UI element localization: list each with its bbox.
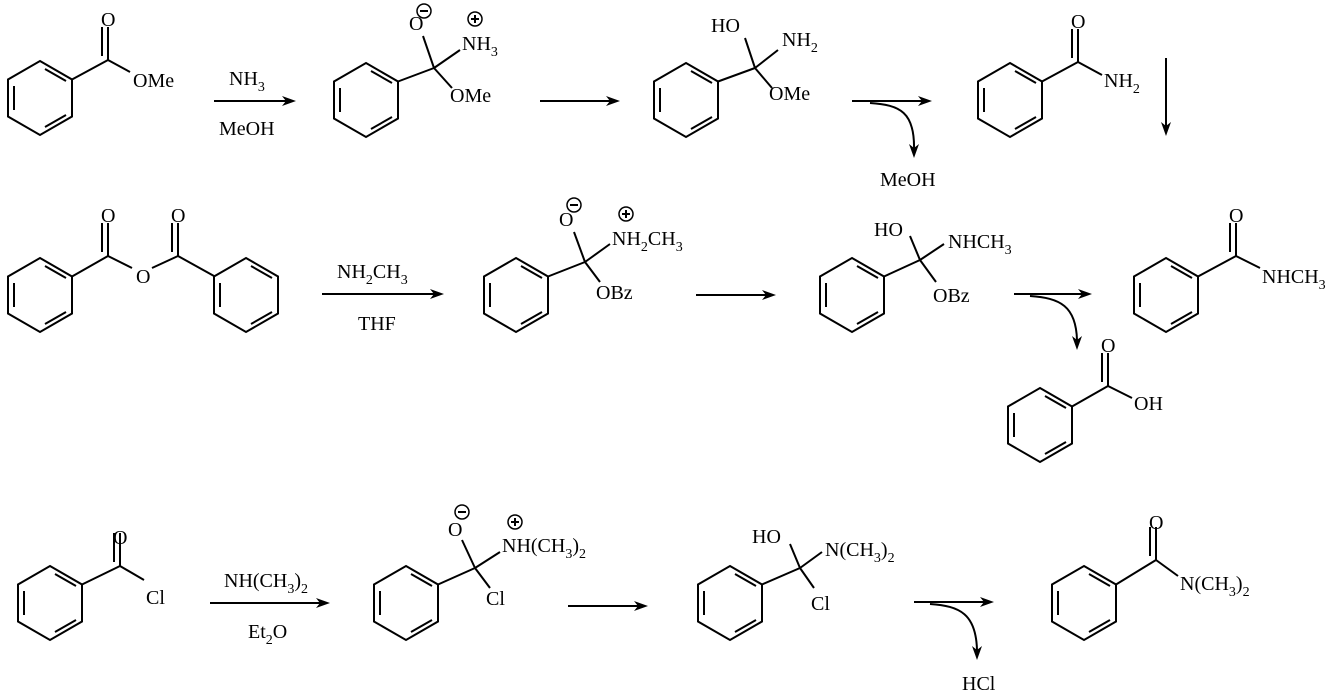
reaction-arrow: [696, 290, 776, 300]
alkoxide-o: O: [559, 209, 573, 231]
amine-group: NH2: [782, 29, 818, 56]
amine-group: NHCH3: [948, 231, 1012, 258]
leaving-group: OMe: [450, 85, 491, 107]
reagent-label: NH(CH3)2: [224, 570, 308, 597]
benzamide-product: O NH2: [977, 11, 1140, 138]
alkoxide-o: O: [409, 13, 423, 35]
leaving-group: Cl: [486, 588, 505, 610]
elimination-arrow: HCl: [914, 597, 996, 695]
acyl-substituent: Cl: [146, 587, 165, 609]
hydroxy-group: HO: [752, 526, 781, 548]
tetrahedral-intermediate: O NH2CH3 OBz: [483, 197, 683, 333]
carbonyl-o: O: [1101, 335, 1115, 357]
ammonium-group: NH3: [462, 33, 498, 60]
tetrahedral-intermediate: O NH3 OMe: [333, 3, 498, 138]
amide-group: NHCH3: [1262, 266, 1326, 293]
acid-oh: OH: [1134, 393, 1163, 415]
solvent-label: THF: [358, 313, 396, 335]
carbonyl-o: O: [113, 527, 127, 549]
reaction-arrow: NH(CH3)2 Et2O: [210, 570, 330, 648]
amide-group: NH2: [1104, 70, 1140, 97]
n-n-dimethylbenzamide-product: O N(CH3)2: [1051, 512, 1250, 641]
n-methylbenzamide-product: O NHCH3: [1133, 205, 1326, 333]
benzoyl-chloride: O Cl: [17, 527, 165, 641]
carbonyl-o: O: [171, 205, 185, 227]
leaving-group: OBz: [933, 285, 970, 307]
row-1: O OMe NH3 MeOH O NH3 OMe: [7, 3, 1171, 191]
ammonium-group: NH2CH3: [612, 228, 683, 255]
solvent-label: MeOH: [219, 118, 275, 140]
tetrahedral-intermediate: O NH(CH3)2 Cl: [373, 504, 586, 641]
leaving-group: Cl: [811, 593, 830, 615]
benzoic-anhydride: O O O: [7, 205, 279, 333]
reagent-label: NH2CH3: [337, 261, 408, 288]
byproduct-label: HCl: [962, 673, 996, 695]
elimination-arrow: [1014, 289, 1092, 350]
bridge-oxygen: O: [136, 266, 150, 288]
hydroxy-group: HO: [874, 219, 903, 241]
leaving-group: OMe: [769, 83, 810, 105]
alkoxide-o: O: [448, 519, 462, 541]
amide-group: N(CH3)2: [1180, 573, 1250, 600]
neutral-intermediate: HO NHCH3 OBz: [819, 219, 1012, 333]
row-2: O O O NH2CH3 THF O NH2CH3 OBz: [7, 197, 1326, 463]
carbonyl-o: O: [1229, 205, 1243, 227]
reaction-arrow: [540, 96, 620, 106]
reagent-label: NH3: [229, 68, 265, 95]
leaving-group: OBz: [596, 282, 633, 304]
amine-group: N(CH3)2: [825, 539, 895, 566]
neutral-intermediate: HO NH2 OMe: [653, 15, 818, 138]
ester-substituent: OMe: [133, 70, 174, 92]
byproduct-label: MeOH: [880, 169, 936, 191]
reaction-arrow: NH2CH3 THF: [322, 261, 444, 335]
hydroxy-group: HO: [711, 15, 740, 37]
reaction-arrow: [568, 601, 648, 611]
continue-arrow: [1161, 58, 1171, 136]
carbonyl-o: O: [1071, 11, 1085, 33]
solvent-label: Et2O: [248, 621, 287, 648]
carbonyl-o: O: [1149, 512, 1163, 534]
methyl-benzoate: O OMe: [7, 9, 174, 136]
reaction-arrow: NH3 MeOH: [214, 68, 296, 140]
row-3: O Cl NH(CH3)2 Et2O O NH(CH3)2 Cl: [17, 504, 1250, 695]
carbonyl-o: O: [101, 205, 115, 227]
elimination-arrow: MeOH: [852, 96, 936, 191]
benzoic-acid-byproduct: O OH: [1007, 335, 1163, 463]
carbonyl-o: O: [101, 9, 115, 31]
neutral-intermediate: HO N(CH3)2 Cl: [697, 526, 895, 641]
ammonium-group: NH(CH3)2: [502, 535, 586, 562]
